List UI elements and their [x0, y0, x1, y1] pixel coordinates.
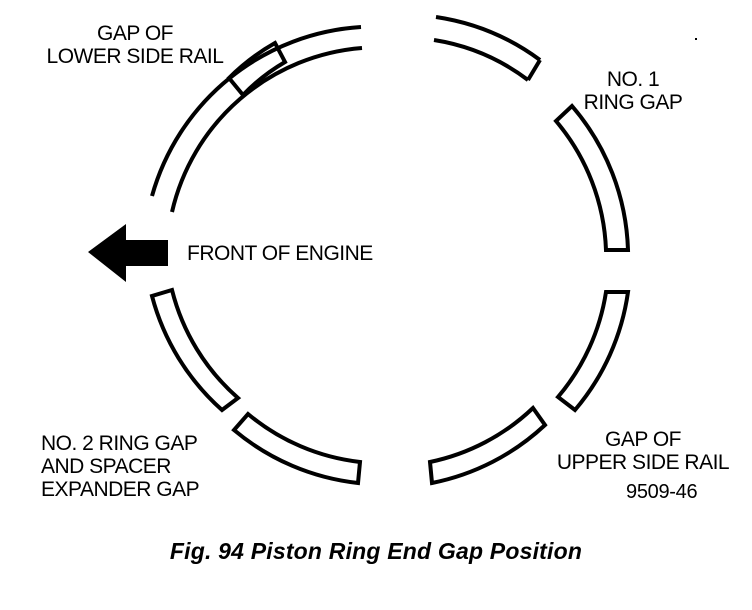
label-no2-ring-gap: NO. 2 RING GAP AND SPACER EXPANDER GAP: [41, 432, 200, 501]
outer-ring-arc-upper-right: [435, 15, 542, 62]
label-front-of-engine: FRONT OF ENGINE: [187, 242, 373, 265]
label-no1-ring-gap: NO. 1 RING GAP: [583, 68, 683, 114]
label-gap-lower-side-rail: GAP OF LOWER SIDE RAIL: [46, 22, 224, 68]
inner-ring-arc-upper-left: [170, 46, 363, 213]
upper-side-rail-gap-segment-right: [555, 290, 631, 413]
figure-caption: Fig. 94 Piston Ring End Gap Position: [169, 538, 583, 564]
no2-ring-gap-segment-bottom: [231, 411, 363, 486]
scan-speck: [695, 38, 697, 40]
label-gap-upper-side-rail: GAP OF UPPER SIDE RAIL: [556, 428, 730, 474]
left-arrow-icon: [88, 224, 168, 282]
inner-ring-arc-upper-right: [433, 38, 530, 82]
upper-side-rail-gap-segment-bottom: [427, 404, 548, 486]
no2-ring-gap-segment-left: [149, 287, 242, 413]
lower-side-rail-gap-segment: [226, 40, 288, 99]
no1-ring-gap-segment-top: [526, 58, 542, 82]
figure-number: 9509-46: [626, 481, 698, 503]
no1-ring-gap-segment-right: [553, 103, 631, 252]
